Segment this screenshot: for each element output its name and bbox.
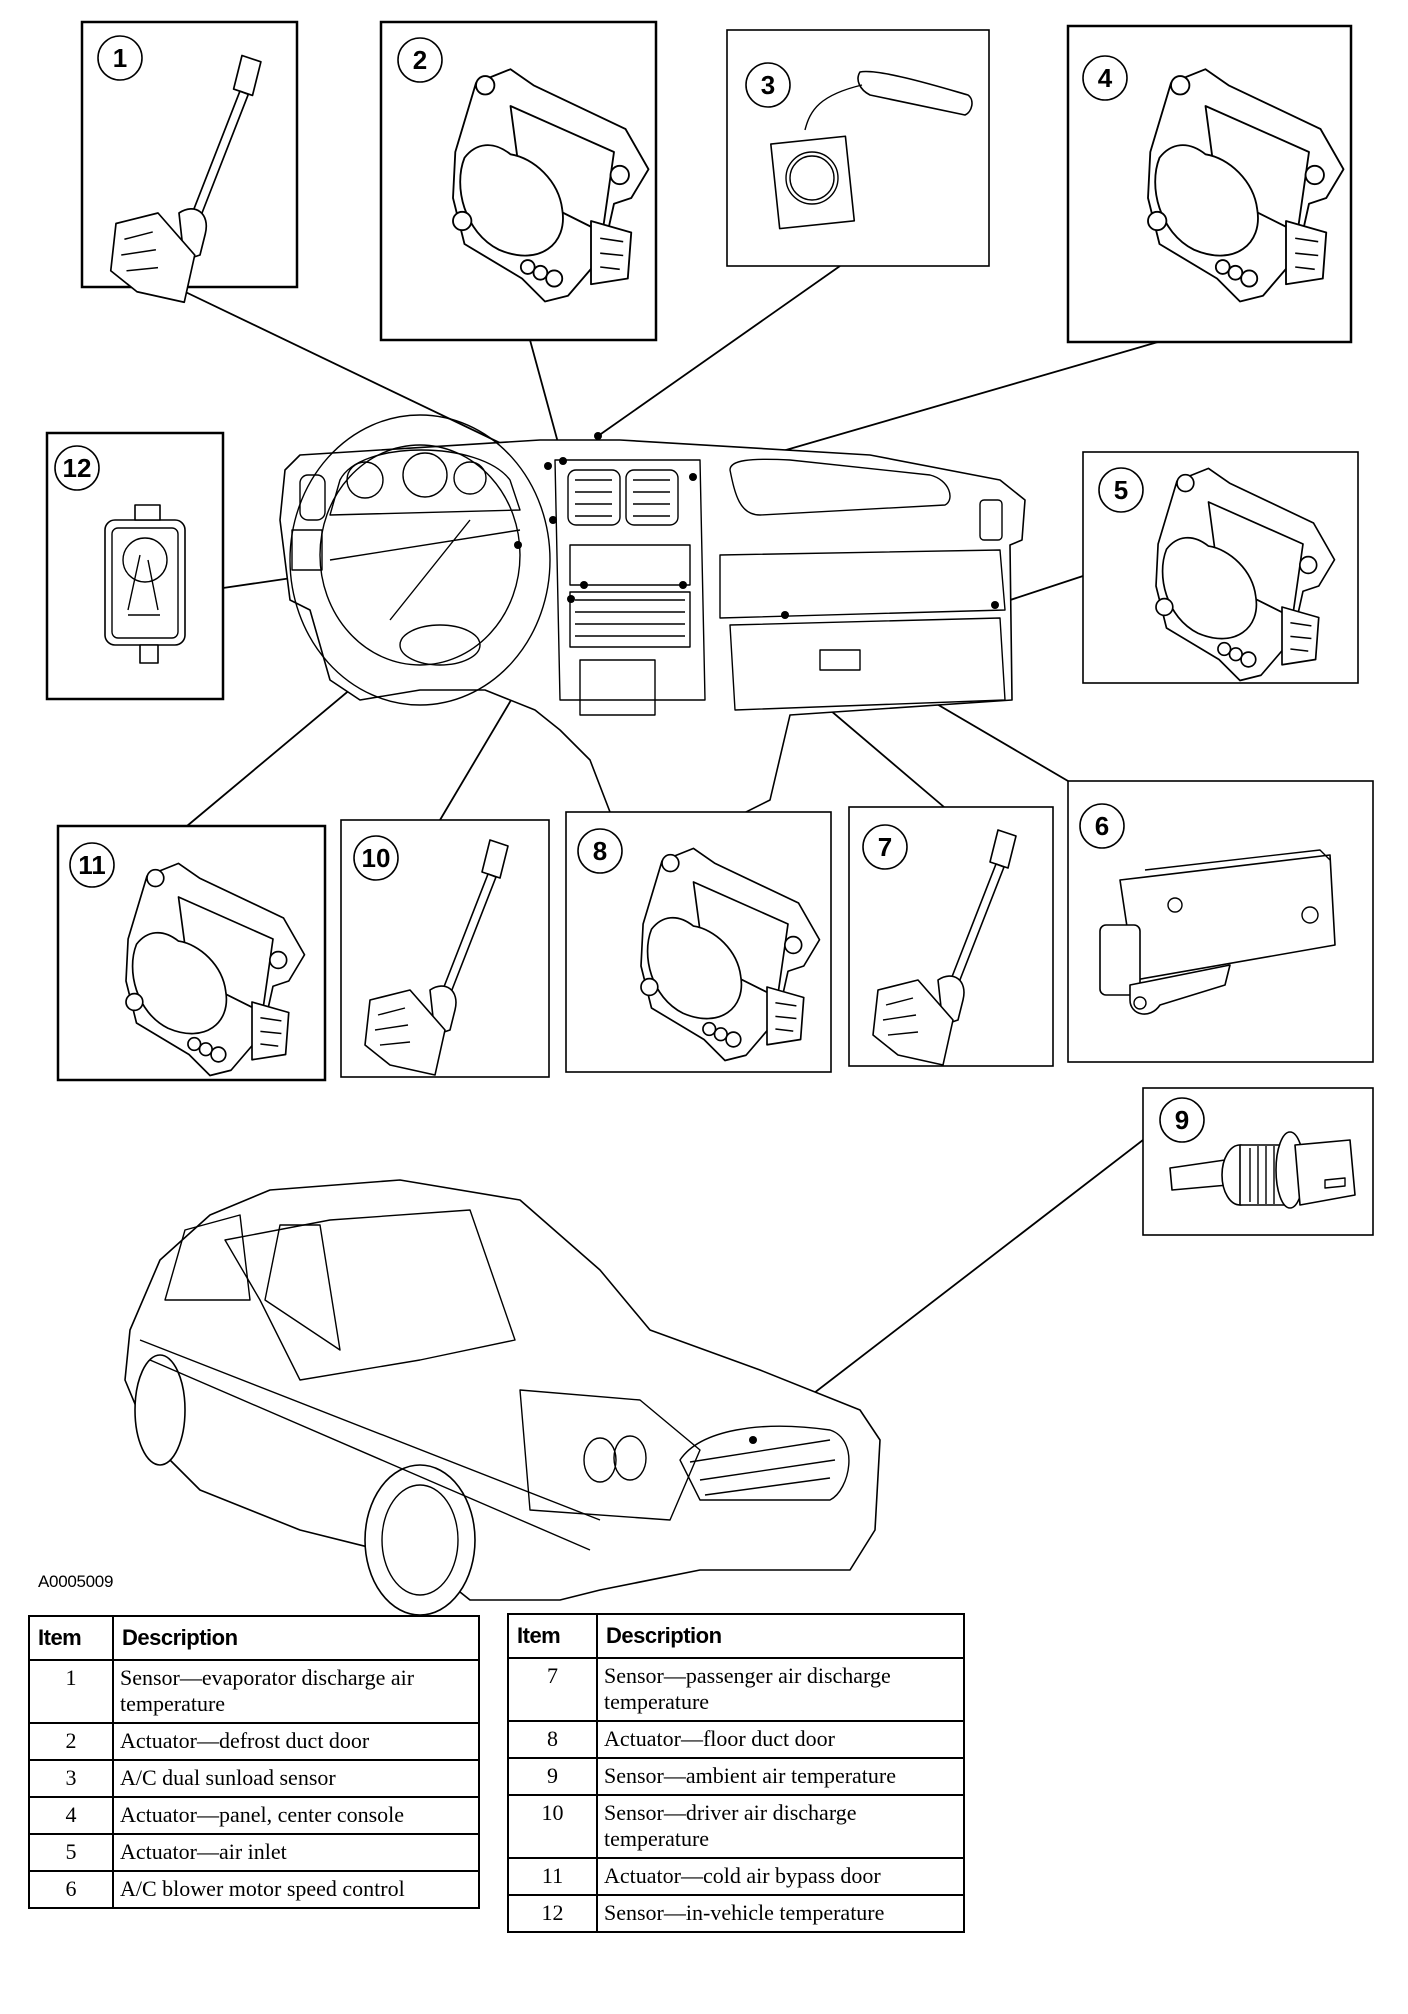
item-description: Sensor—driver air discharge temperature [596, 1794, 965, 1859]
ambient-air-temp-sensor-icon [1169, 1131, 1356, 1209]
callout-10: 10 [340, 819, 550, 1078]
in-vehicle-temp-sensor-icon [104, 504, 186, 664]
callout-number: 8 [593, 836, 607, 866]
header-description: Description [112, 1615, 480, 1661]
item-number: 12 [507, 1894, 598, 1933]
callout-3: 3 [726, 29, 990, 267]
callout-number: 10 [362, 843, 391, 873]
callout-number: 6 [1095, 811, 1109, 841]
callout-6: 6 [1067, 780, 1374, 1063]
blower-motor-speed-control-icon [1099, 849, 1336, 1015]
item-number: 2 [28, 1722, 114, 1761]
item-description: Sensor—evaporator discharge air temperat… [112, 1659, 480, 1724]
callout-number: 11 [78, 850, 106, 880]
callout-8: 8 [565, 811, 832, 1073]
callout-number: 1 [113, 43, 127, 73]
callout-2: 2 [379, 20, 658, 342]
item-description: Actuator—cold air bypass door [596, 1857, 965, 1896]
callout-1: 1 [80, 20, 299, 304]
header-item: Item [28, 1615, 114, 1661]
callout-number: 4 [1098, 63, 1113, 93]
item-number: 3 [28, 1759, 114, 1798]
header-description: Description [596, 1613, 965, 1659]
item-description: A/C dual sunload sensor [112, 1759, 480, 1798]
instrument-panel-illustration [279, 414, 1026, 826]
callout-4: 4 [1066, 24, 1353, 344]
callout-number: 9 [1175, 1105, 1189, 1135]
item-number: 7 [507, 1657, 598, 1722]
item-number: 8 [507, 1720, 598, 1759]
item-description: Sensor—passenger air discharge temperatu… [596, 1657, 965, 1722]
callout-11: 11 [56, 824, 327, 1082]
callout-number: 3 [761, 70, 775, 100]
item-description: Sensor—ambient air temperature [596, 1757, 965, 1796]
item-number: 11 [507, 1857, 598, 1896]
callout-number: 5 [1114, 475, 1128, 505]
item-number: 9 [507, 1757, 598, 1796]
callout-9: 9 [1142, 1087, 1374, 1236]
item-description: Actuator—floor duct door [596, 1720, 965, 1759]
callout-7: 7 [848, 806, 1054, 1067]
callout-number: 7 [878, 832, 892, 862]
item-description: Sensor—in-vehicle temperature [596, 1894, 965, 1933]
callout-number: 12 [63, 453, 92, 483]
item-number: 10 [507, 1794, 598, 1859]
header-item: Item [507, 1613, 598, 1659]
table-header-row: Item Description [507, 1613, 965, 1659]
callout-12: 12 [45, 431, 225, 701]
callout-number: 2 [413, 45, 427, 75]
item-number: 4 [28, 1796, 114, 1835]
item-description: Actuator—air inlet [112, 1833, 480, 1872]
item-description: Actuator—panel, center console [112, 1796, 480, 1835]
item-number: 5 [28, 1833, 114, 1872]
item-description: A/C blower motor speed control [112, 1870, 480, 1909]
figure-id-label: A0005009 [38, 1572, 114, 1591]
item-number: 6 [28, 1870, 114, 1909]
table-header-row: Item Description [28, 1615, 480, 1661]
item-description: Actuator—defrost duct door [112, 1722, 480, 1761]
sunload-sensor-icon [770, 70, 973, 230]
vehicle-illustration [124, 1179, 881, 1616]
callout-5: 5 [1082, 451, 1359, 684]
item-number: 1 [28, 1659, 114, 1724]
